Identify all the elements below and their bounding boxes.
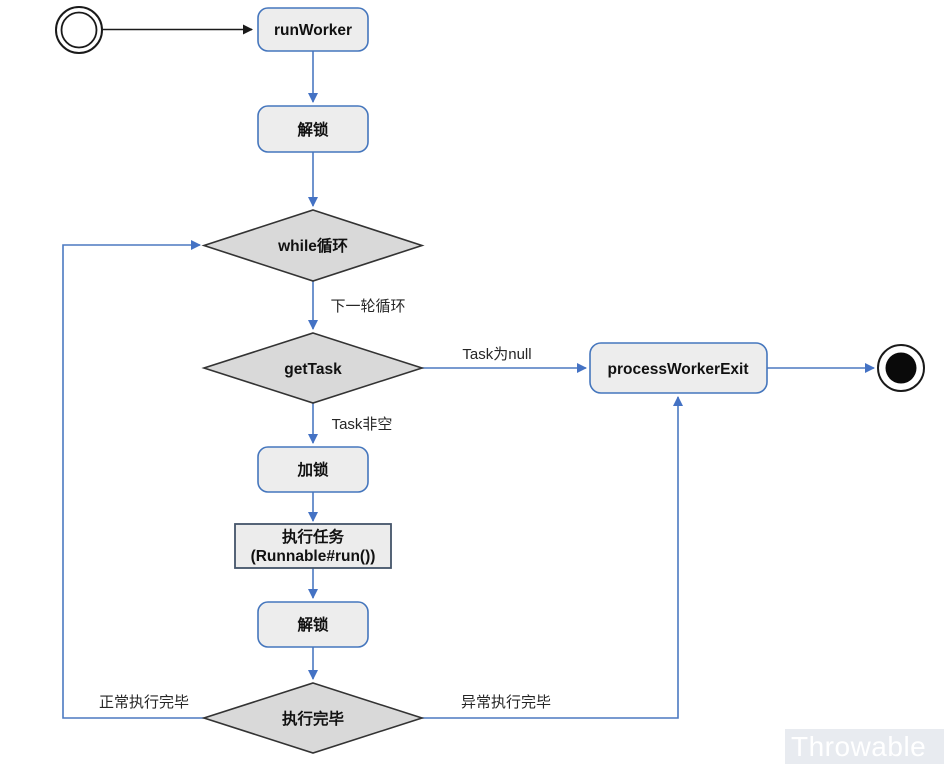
execute-task-box <box>234 523 392 569</box>
lock-label: 加锁 <box>296 460 329 479</box>
watermark-badge: Throwable <box>785 729 944 764</box>
start-node <box>55 6 103 54</box>
unlock-top-node: 解锁 <box>257 105 369 153</box>
lock-node: 加锁 <box>257 446 369 493</box>
exec-done-label: 执行完毕 <box>282 709 345 728</box>
processworkerexit-node: processWorkerExit <box>589 342 768 394</box>
gettask-diamond <box>201 332 425 404</box>
edge-execdone-loop-back-to-whileloop <box>62 240 204 719</box>
unlock-top-label: 解锁 <box>297 120 329 139</box>
start-node-inner-ring <box>60 11 98 49</box>
exec-done-node: 执行完毕 <box>201 682 425 754</box>
edge-label-abnormal-done: 异常执行完毕 <box>461 694 551 711</box>
while-loop-diamond <box>201 209 425 282</box>
execute-task-label-line2: (Runnable#run()) <box>251 548 376 565</box>
gettask-node: getTask <box>201 332 425 404</box>
unlock-bottom-label: 解锁 <box>297 615 329 634</box>
edge-execdone-to-processworkerexit <box>422 396 683 719</box>
while-loop-node: while循环 <box>201 209 425 282</box>
while-loop-label: while循环 <box>277 236 348 255</box>
lock-box <box>257 446 369 493</box>
watermark-text: Throwable <box>791 731 927 762</box>
end-node <box>877 344 925 392</box>
unlock-bottom-box <box>257 601 369 648</box>
edge-label-task-not-null: Task非空 <box>332 416 393 433</box>
edge-label-next-loop: 下一轮循环 <box>330 298 405 315</box>
execute-task-node: 执行任务 (Runnable#run()) <box>234 523 392 569</box>
gettask-label: getTask <box>284 361 342 378</box>
processworkerexit-label: processWorkerExit <box>608 361 749 378</box>
runworker-label: runWorker <box>274 22 352 39</box>
runworker-node: runWorker <box>257 7 369 52</box>
processworkerexit-box <box>589 342 768 394</box>
runworker-box <box>257 7 369 52</box>
edge-label-normal-done: 正常执行完毕 <box>99 694 189 711</box>
edge-label-task-null: Task为null <box>462 346 531 363</box>
exec-done-diamond <box>201 682 425 754</box>
execute-task-label-line1: 执行任务 <box>282 527 345 546</box>
unlock-bottom-node: 解锁 <box>257 601 369 648</box>
end-node-inner-dot <box>885 352 917 384</box>
unlock-top-box <box>257 105 369 153</box>
start-node-outer-ring <box>55 6 103 54</box>
